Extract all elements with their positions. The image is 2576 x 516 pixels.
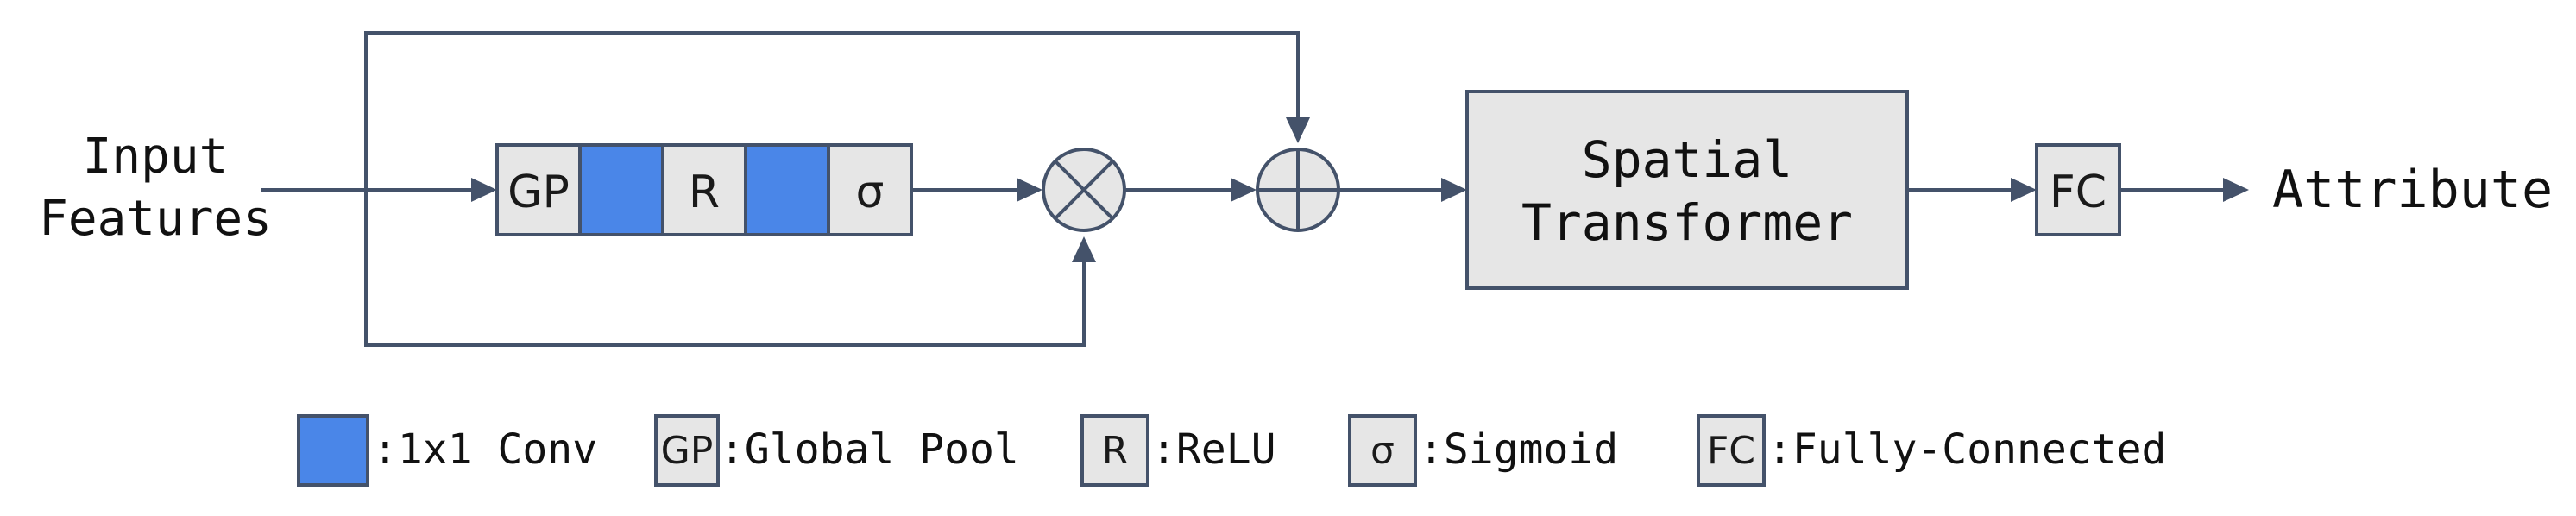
multiply-to-add-arrowhead [1231, 178, 1257, 202]
relu-block [661, 143, 747, 236]
output-label: Attribute [2272, 160, 2553, 220]
legend-gp-symbol: GP [661, 429, 714, 473]
legend-fc-symbol: FC [1707, 429, 1755, 473]
conv-block-1 [578, 143, 664, 236]
spatial-transformer-line1: Spatial [1582, 130, 1792, 189]
legend-relu-label: :ReLU [1151, 425, 1276, 474]
gp-block [495, 143, 582, 236]
sigmoid-to-multiply-arrowhead [1017, 178, 1042, 202]
legend-conv-swatch [297, 414, 369, 487]
input-label-line2: Features [39, 191, 272, 247]
relu-block-label: R [689, 167, 720, 218]
bottom-skip-arrowhead [1072, 236, 1096, 262]
legend-fc-swatch [1697, 414, 1766, 487]
sigmoid-block-label: σ [856, 167, 885, 218]
fc-block-label: FC [2050, 167, 2107, 218]
legend-relu-swatch [1080, 414, 1149, 487]
multiply-icon [1042, 148, 1126, 232]
spatial-transformer-line2: Transformer [1521, 193, 1853, 252]
bottom-skip-connection [364, 190, 1086, 347]
top-skip-arrowhead [1286, 117, 1310, 143]
legend-sigmoid-swatch [1348, 414, 1417, 487]
gp-block-label: GP [507, 167, 570, 218]
legend: :1x1 Conv GP :Global Pool R :ReLU σ :Sig… [297, 414, 2166, 487]
top-skip-connection [364, 31, 1300, 190]
input-to-gp-arrowhead [471, 178, 497, 202]
transformer-to-fc-arrowhead [2011, 178, 2037, 202]
spatial-transformer-block [1465, 90, 1909, 290]
conv-block-2 [744, 143, 830, 236]
legend-sigmoid-symbol: σ [1370, 429, 1395, 473]
legend-fc-label: :Fully-Connected [1767, 425, 2166, 474]
legend-gp-label: :Global Pool [720, 425, 1019, 474]
legend-conv-label: :1x1 Conv [373, 425, 597, 474]
sigmoid-block [827, 143, 913, 236]
fc-to-output-arrowhead [2223, 178, 2249, 202]
input-label-line1: Input [83, 129, 229, 185]
legend-gp-swatch [654, 414, 720, 487]
add-icon [1256, 148, 1340, 232]
legend-sigmoid-label: :Sigmoid [1419, 425, 1618, 474]
legend-relu-symbol: R [1102, 429, 1129, 473]
se-block-chain: GP R σ [495, 143, 913, 236]
add-to-transformer-arrowhead [1441, 178, 1467, 202]
